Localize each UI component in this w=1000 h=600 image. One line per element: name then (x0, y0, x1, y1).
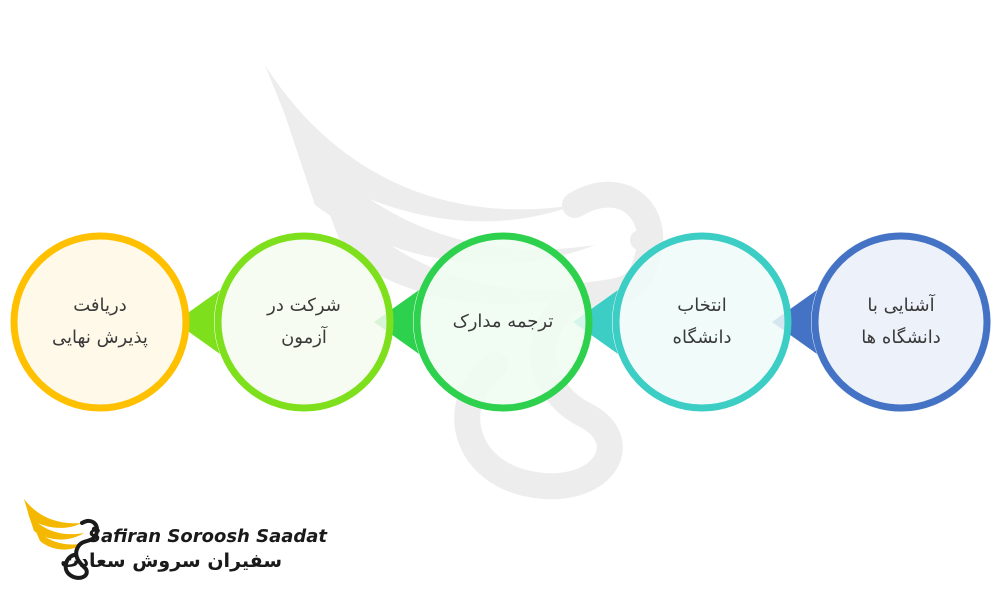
step-5-final-admission: دریافت پذیرش نهایی (5, 227, 195, 417)
logo-english-name: Safiran Soroosh Saadat (88, 526, 328, 547)
step-3-document-translation: ترجمه مدارک (374, 227, 598, 417)
step-5-circle (10, 232, 190, 412)
step-2-label: انتخاب دانشگاه (672, 295, 732, 348)
step-3-teardrop (374, 232, 593, 412)
step-4-teardrop (175, 232, 394, 412)
step-5-label: دریافت پذیرش نهایی (52, 295, 148, 348)
step-1-university-familiarity: آشنایی با دانشگاه ها (772, 227, 996, 417)
step-1-teardrop (772, 231, 991, 413)
bird-logo-icon (24, 499, 99, 580)
company-logo: Safiran Soroosh Saadat سفیران سروش سعادت (20, 495, 327, 585)
step-1-label: آشنایی با دانشگاه ها (861, 295, 941, 348)
step-4-label: شرکت در آزمون (267, 295, 341, 348)
step-2-university-selection: انتخاب دانشگاه (573, 227, 797, 417)
logo-persian-name: سفیران سروش سعادت (60, 550, 282, 572)
step-2-teardrop (573, 232, 792, 412)
step-3-label: ترجمه مدارک (452, 311, 554, 332)
step-4-exam-participation: شرکت در آزمون (175, 227, 399, 417)
